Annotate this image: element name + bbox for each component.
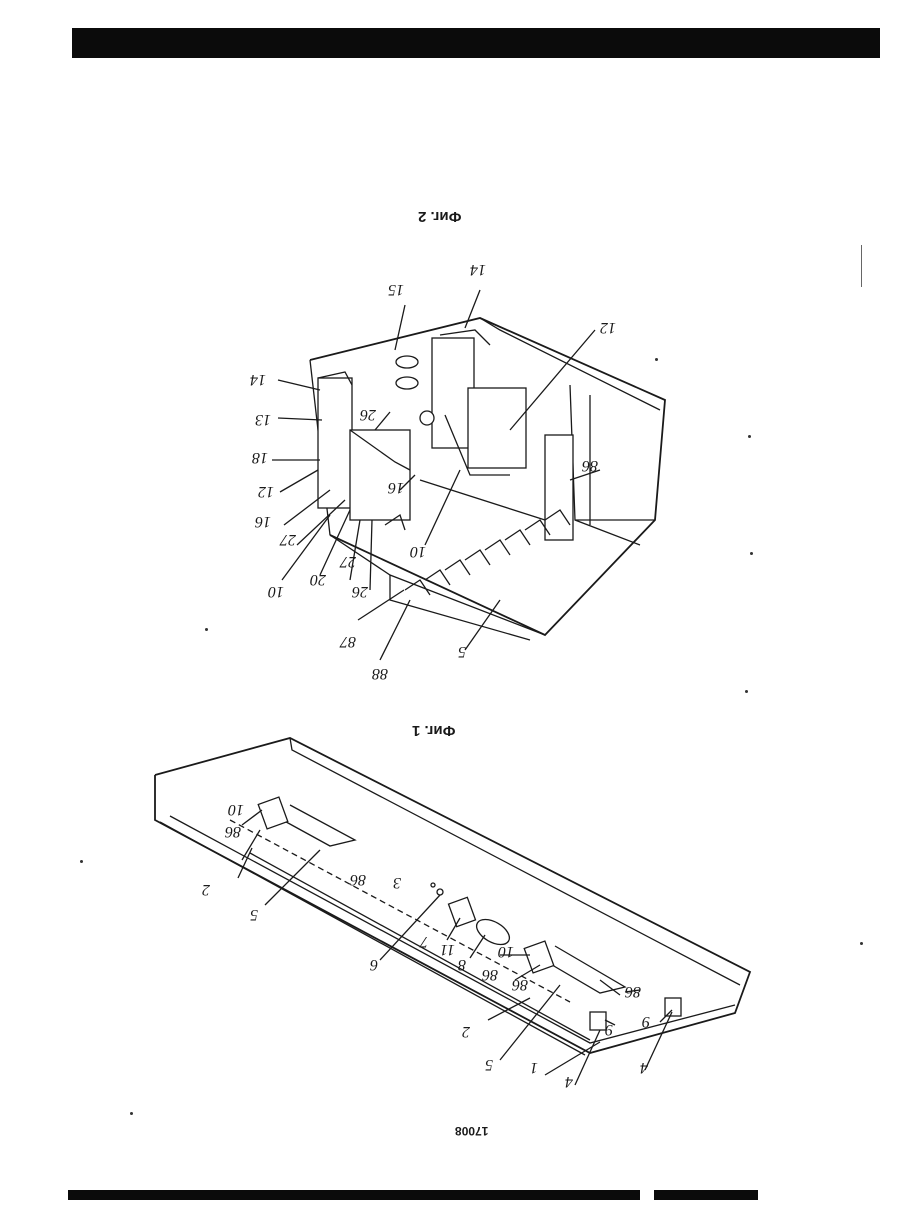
- fig2-label-15: 15: [388, 280, 404, 298]
- fig1-label-86b: 86: [350, 870, 366, 888]
- fig1-label-7: 7: [420, 932, 428, 950]
- fig1-label-1: 1: [530, 1058, 538, 1076]
- scan-speck: [745, 690, 748, 693]
- fig2-label-16b: 16: [388, 478, 404, 496]
- scan-speck: [750, 552, 753, 555]
- document-number: 17008: [455, 1124, 488, 1138]
- scan-speck: [205, 628, 208, 631]
- fig1-label-4b: 4: [640, 1058, 648, 1076]
- fig1-label-86e: 86: [625, 982, 641, 1000]
- fig2-label-87: 87: [340, 632, 356, 650]
- fig2-label-18: 18: [252, 448, 268, 466]
- fig1-label-2a: 2: [202, 880, 210, 898]
- fig2-label-10b: 10: [410, 542, 426, 560]
- fig2-label-5: 5: [458, 642, 466, 660]
- fig2-housing: [272, 290, 665, 660]
- fig1-label-86c: 86: [482, 965, 498, 983]
- scan-speck: [80, 860, 83, 863]
- fig2-label-86: 86: [582, 456, 598, 474]
- fig1-label-10a: 10: [228, 800, 244, 818]
- fig2-label-14a: 14: [250, 370, 266, 388]
- fig1-label-86a: 86: [225, 822, 241, 840]
- fig1-label-5b: 5: [485, 1055, 493, 1073]
- scan-speck: [860, 942, 863, 945]
- fig2-label-26b: 26: [352, 582, 368, 600]
- fig1-label-9a: 9: [605, 1020, 613, 1038]
- fig1-label-8: 8: [458, 955, 466, 973]
- scan-speck: [130, 1112, 133, 1115]
- fig1-label-2b: 2: [462, 1022, 470, 1040]
- fig2-label-12a: 12: [258, 482, 274, 500]
- fig2-label-12b: 12: [600, 318, 616, 336]
- fig1-label-5a: 5: [250, 905, 258, 923]
- fig1-label-9b: 9: [642, 1012, 650, 1030]
- fig2-label-13: 13: [255, 410, 271, 428]
- fig1-label-4a: 4: [565, 1072, 573, 1090]
- scan-speck: [748, 435, 751, 438]
- figure-2-caption: Фиг. 2: [418, 208, 461, 225]
- fig2-label-26a: 26: [360, 405, 376, 423]
- figure-1-caption: Фиг. 1: [412, 722, 455, 739]
- fig1-label-86d: 86: [512, 975, 528, 993]
- fig1-label-11: 11: [440, 940, 455, 958]
- scan-line-artifact: [861, 245, 862, 287]
- fig1-label-10b: 10: [498, 942, 514, 960]
- figure-1-drawing: [155, 738, 750, 1085]
- fig2-label-88: 88: [372, 664, 388, 682]
- fig1-label-6: 6: [370, 955, 378, 973]
- scan-speck: [655, 358, 658, 361]
- fig2-label-20: 20: [310, 570, 326, 588]
- fig2-label-27b: 27: [340, 552, 356, 570]
- fig2-label-16a: 16: [255, 512, 271, 530]
- fig2-label-10a: 10: [268, 582, 284, 600]
- fig2-label-14b: 14: [470, 260, 486, 278]
- fig1-label-3: 3: [393, 873, 401, 891]
- fig2-label-27a: 27: [280, 530, 296, 548]
